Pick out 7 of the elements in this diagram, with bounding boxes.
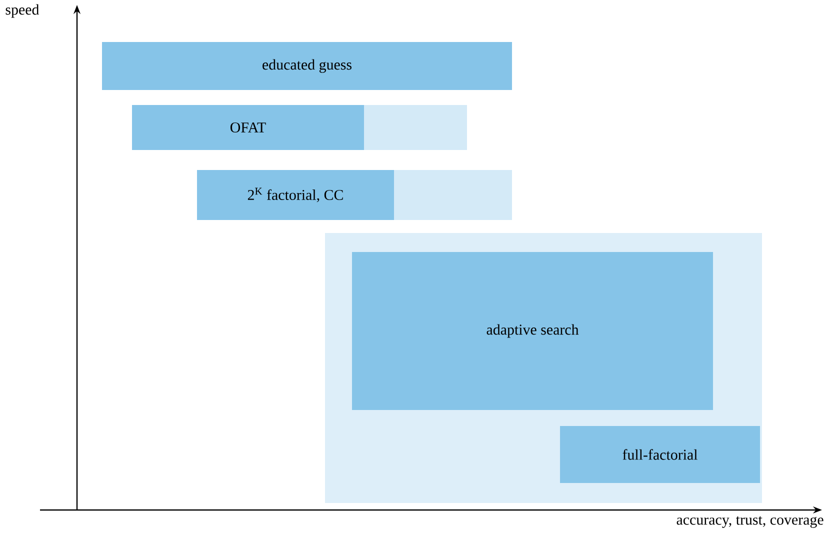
method-box: educated guess (102, 42, 512, 90)
method-box: 2$^{K}$ factorial, CC (197, 170, 512, 220)
axis-label: speed (6, 4, 40, 18)
axis-label: accuracy, trust, coverage (676, 516, 824, 528)
method-box: adaptive search (352, 252, 713, 410)
method-box: OFAT (132, 104, 467, 150)
method-box: full-factorial (560, 426, 760, 483)
